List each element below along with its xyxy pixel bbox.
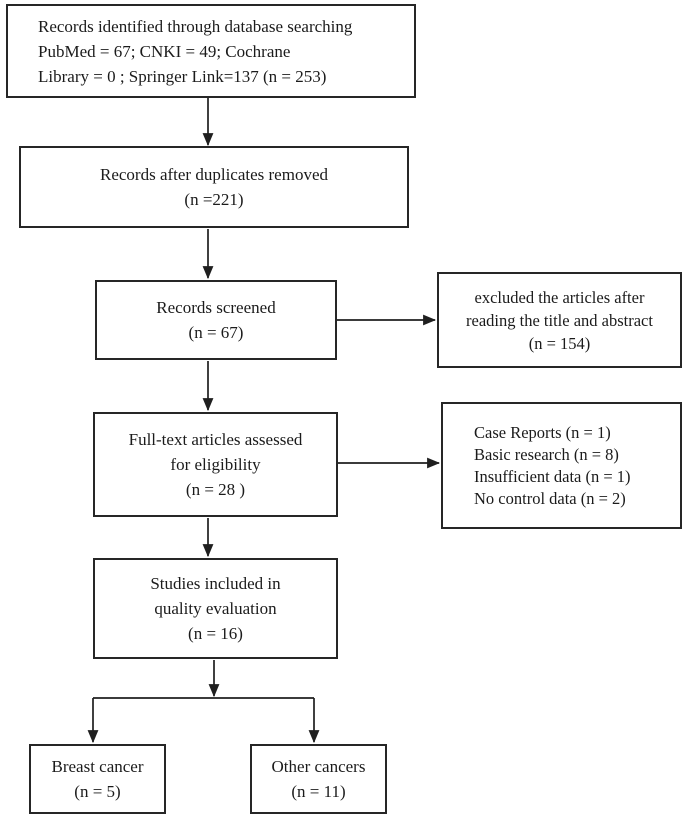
box-text-line: Full-text articles assessed	[128, 430, 303, 449]
box-text-line: Basic research (n = 8)	[474, 444, 619, 464]
box-text-line: (n = 11)	[291, 782, 346, 801]
box-text-line: (n = 154)	[528, 333, 591, 353]
box-records-identified: Records identified through database sear…	[6, 4, 416, 98]
box-text-line: Other cancers	[271, 757, 366, 776]
box-text-line: (n = 67)	[188, 323, 244, 342]
box-text-line: for eligibility	[170, 455, 261, 474]
box-duplicates-removed: Records after duplicates removed (n =221…	[19, 146, 409, 228]
box-text-line: reading the title and abstract	[466, 310, 653, 330]
box-text-line: Breast cancer	[51, 757, 144, 776]
box-text-line: (n = 5)	[74, 782, 121, 801]
box-text-line: Library = 0 ; Springer Link=137 (n = 253…	[38, 66, 327, 86]
box-text-line: Case Reports (n = 1)	[474, 422, 611, 442]
box-text-line: (n = 28 )	[185, 480, 246, 499]
box-text-line: excluded the articles after	[474, 287, 645, 307]
box-breast-cancer: Breast cancer (n = 5)	[29, 744, 166, 814]
box-fulltext-assessed: Full-text articles assessed for eligibil…	[93, 412, 338, 517]
box-text-line: quality evaluation	[154, 599, 277, 618]
box-excluded-title-abstract: excluded the articles after reading the …	[437, 272, 682, 368]
box-text-line: Records identified through database sear…	[38, 16, 353, 36]
box-quality-evaluation: Studies included in quality evaluation (…	[93, 558, 338, 659]
box-text-line: (n = 16)	[188, 624, 243, 643]
box-text-line: (n =221)	[184, 190, 244, 209]
box-exclusion-reasons: Case Reports (n = 1) Basic research (n =…	[441, 402, 682, 529]
box-text-line: Studies included in	[150, 574, 281, 593]
box-text-line: Records screened	[156, 298, 276, 317]
box-text-line: No control data (n = 2)	[474, 488, 626, 508]
box-text-line: Insufficient data (n = 1)	[474, 466, 631, 486]
box-text-line: PubMed = 67; CNKI = 49; Cochrane	[38, 41, 291, 61]
box-records-screened: Records screened (n = 67)	[95, 280, 337, 360]
box-other-cancers: Other cancers (n = 11)	[250, 744, 387, 814]
box-text-line: Records after duplicates removed	[100, 165, 328, 184]
